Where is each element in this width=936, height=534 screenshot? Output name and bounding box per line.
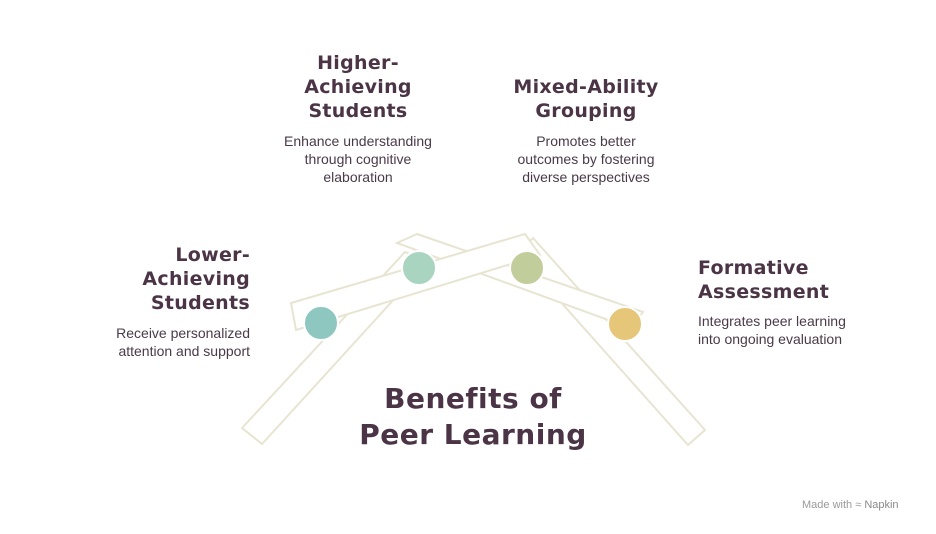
node-desc-formative-assessment: Integrates peer learning into ongoing ev… <box>698 313 846 347</box>
node-desc-lower-achieving: Receive personalized attention and suppo… <box>116 325 250 359</box>
watermark-prefix: Made with <box>802 499 853 511</box>
diagram-title: Benefits of Peer Learning <box>359 382 587 451</box>
node-dot-formative-assessment <box>607 306 643 342</box>
node-dot-mixed-ability <box>509 250 545 286</box>
node-desc-mixed-ability: Promotes better outcomes by fostering di… <box>517 133 655 185</box>
node-title-mixed-ability: Mixed-Ability Grouping <box>513 76 659 122</box>
napkin-logo-icon: ≈ <box>855 499 862 511</box>
node-desc-higher-achieving: Enhance understanding through cognitive … <box>284 133 432 185</box>
node-title-higher-achieving: Higher- Achieving Students <box>304 52 412 122</box>
watermark-brand: Napkin <box>864 499 899 511</box>
node-dot-higher-achieving <box>401 250 437 286</box>
napkin-watermark: Made with ≈ Napkin <box>802 499 899 511</box>
node-title-formative-assessment: Formative Assessment <box>698 257 830 303</box>
node-title-lower-achieving: Lower- Achieving Students <box>142 244 250 314</box>
node-dot-lower-achieving <box>303 305 339 341</box>
